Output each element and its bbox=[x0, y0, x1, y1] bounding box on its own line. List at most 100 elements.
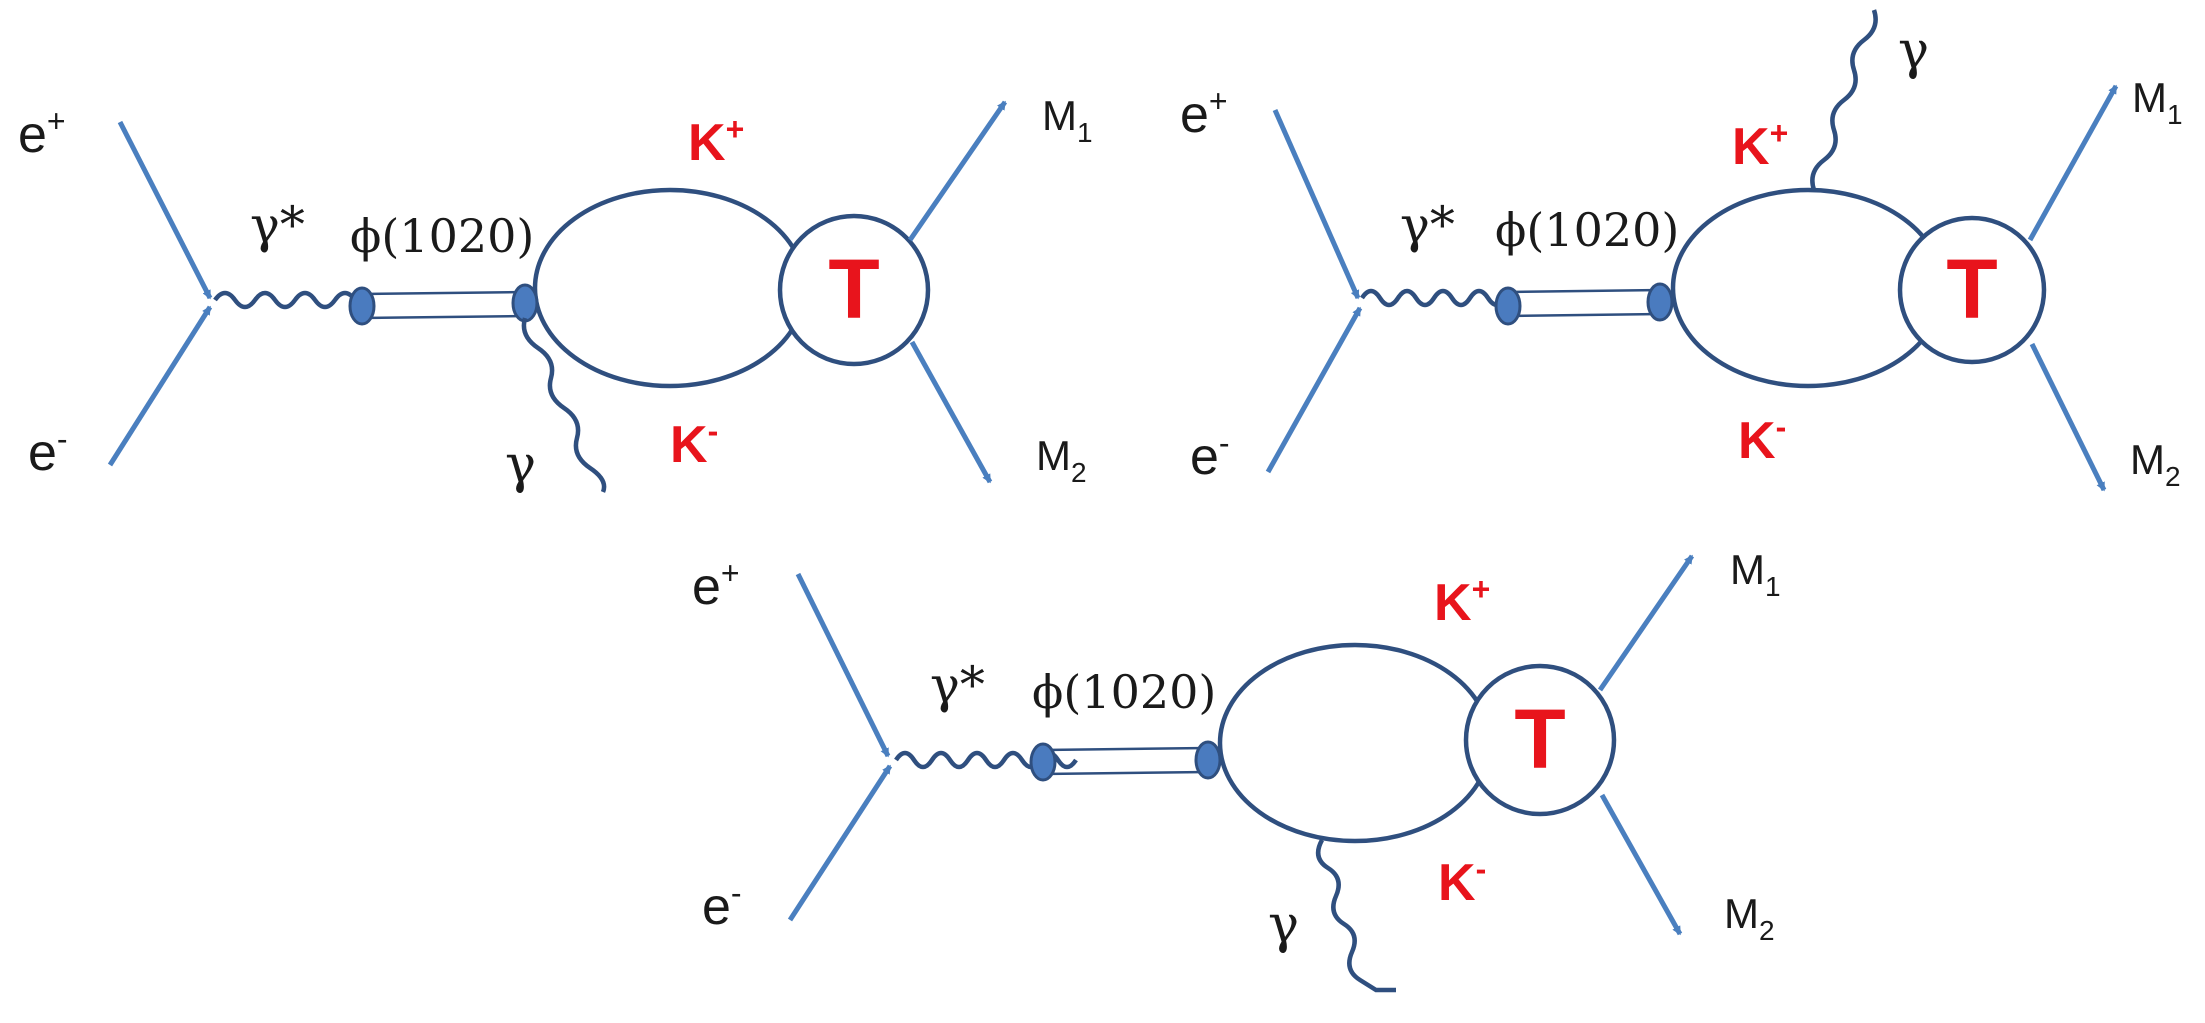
m1-arrow bbox=[907, 100, 1008, 242]
e-minus-label: e bbox=[28, 424, 57, 482]
vertex-right bbox=[1646, 282, 1674, 322]
e-plus-label: e bbox=[692, 558, 721, 616]
phi-propagator bbox=[1507, 288, 1661, 318]
diagram-3: e+ e- γ* ϕ(1020) K+ K- T M1 M2 γ bbox=[692, 546, 1781, 993]
svg-text:K+: K+ bbox=[688, 111, 744, 172]
e-minus-line bbox=[787, 764, 893, 922]
k-plus-sup: + bbox=[1770, 115, 1789, 151]
m2-label: M bbox=[1036, 432, 1071, 479]
gamma-star-label: γ* bbox=[1400, 196, 1455, 254]
t-label: T bbox=[828, 242, 879, 336]
svg-text:e+: e+ bbox=[18, 103, 66, 164]
svg-text:M2: M2 bbox=[1724, 890, 1775, 946]
e-minus-line bbox=[1265, 306, 1363, 474]
phi-label: ϕ(1020) bbox=[1032, 665, 1216, 719]
m1-arrow bbox=[1597, 554, 1695, 692]
svg-text:e-: e- bbox=[702, 875, 742, 936]
t-matrix-circle bbox=[1897, 215, 2047, 365]
phi-propagator bbox=[1042, 746, 1209, 776]
svg-text:M2: M2 bbox=[2130, 436, 2181, 492]
e-minus-sup: - bbox=[1219, 425, 1230, 461]
e-plus-line bbox=[1272, 108, 1361, 300]
svg-text:K+: K+ bbox=[1732, 115, 1788, 176]
diagram-1: e+ e- γ* ϕ(1020) K+ K- T M1 M2 γ bbox=[18, 92, 1093, 495]
phi-label: ϕ(1020) bbox=[350, 209, 534, 263]
diagram-2: e+ e- γ* ϕ(1020) K+ K- T M1 M2 γ bbox=[1180, 9, 2183, 492]
t-matrix-circle bbox=[777, 213, 931, 367]
e-plus-sup: + bbox=[47, 103, 66, 139]
e-plus-label: e bbox=[1180, 86, 1209, 144]
vertex-left bbox=[348, 286, 376, 326]
gamma-label: γ bbox=[505, 435, 536, 495]
svg-text:K-: K- bbox=[1438, 851, 1486, 912]
k-plus-label: K bbox=[1434, 574, 1472, 632]
e-plus-line bbox=[795, 572, 891, 758]
e-minus-sup: - bbox=[57, 421, 68, 457]
m2-arrow bbox=[2029, 342, 2107, 492]
e-plus-sup: + bbox=[721, 555, 740, 591]
svg-text:K+: K+ bbox=[1434, 571, 1490, 632]
svg-text:M1: M1 bbox=[1730, 546, 1781, 602]
m2-sub: 2 bbox=[2165, 461, 2181, 492]
virtual-photon-wavy bbox=[213, 290, 357, 310]
m2-sub: 2 bbox=[1759, 915, 1775, 946]
gamma-label: γ bbox=[1898, 21, 1929, 81]
m2-sub: 2 bbox=[1071, 457, 1087, 488]
k-minus-label: K bbox=[670, 416, 708, 474]
svg-text:e-: e- bbox=[28, 421, 68, 482]
svg-text:K-: K- bbox=[1738, 409, 1786, 470]
kaon-loop bbox=[1217, 642, 1493, 844]
k-plus-sup: + bbox=[1472, 571, 1491, 607]
svg-text:e+: e+ bbox=[1180, 83, 1228, 144]
svg-text:M2: M2 bbox=[1036, 432, 1087, 488]
m1-sub: 1 bbox=[1077, 117, 1093, 148]
radiated-photon-wavy bbox=[1810, 9, 1878, 191]
k-minus-label: K bbox=[1738, 412, 1776, 470]
e-plus-line bbox=[117, 120, 213, 300]
virtual-photon-wavy bbox=[1360, 288, 1508, 308]
t-matrix-circle bbox=[1463, 663, 1617, 817]
e-minus-sup: - bbox=[731, 875, 742, 911]
svg-text:e+: e+ bbox=[692, 555, 740, 616]
phi-label: ϕ(1020) bbox=[1495, 203, 1679, 257]
m1-label: M bbox=[2132, 74, 2167, 121]
k-plus-label: K bbox=[688, 114, 726, 172]
k-plus-label: K bbox=[1732, 118, 1770, 176]
t-label: T bbox=[1946, 242, 1997, 336]
e-plus-sup: + bbox=[1209, 83, 1228, 119]
k-minus-sup: - bbox=[708, 413, 719, 449]
m2-arrow bbox=[909, 340, 993, 484]
vertex-right bbox=[511, 283, 539, 323]
k-minus-label: K bbox=[1438, 854, 1476, 912]
k-minus-sup: - bbox=[1776, 409, 1787, 445]
vertex-right bbox=[1194, 740, 1222, 780]
gamma-star-label: γ* bbox=[930, 656, 985, 714]
svg-text:K-: K- bbox=[670, 413, 718, 474]
kaon-loop bbox=[532, 187, 808, 389]
radiated-photon-wavy bbox=[1315, 838, 1396, 993]
m1-label: M bbox=[1730, 546, 1765, 593]
e-plus-label: e bbox=[18, 106, 47, 164]
vertex-left bbox=[1494, 286, 1522, 326]
phi-propagator bbox=[361, 290, 526, 320]
m2-label: M bbox=[1724, 890, 1759, 937]
t-label: T bbox=[1514, 692, 1565, 786]
e-minus-label: e bbox=[702, 878, 731, 936]
radiated-photon-wavy bbox=[521, 317, 607, 493]
k-minus-sup: - bbox=[1476, 851, 1487, 887]
svg-text:e-: e- bbox=[1190, 425, 1230, 486]
k-plus-sup: + bbox=[726, 111, 745, 147]
e-minus-line bbox=[107, 305, 213, 467]
svg-text:M1: M1 bbox=[1042, 92, 1093, 148]
e-minus-label: e bbox=[1190, 428, 1219, 486]
gamma-label: γ bbox=[1268, 895, 1299, 955]
vertex-left bbox=[1029, 742, 1057, 782]
svg-text:M1: M1 bbox=[2132, 74, 2183, 130]
gamma-star-label: γ* bbox=[250, 196, 305, 254]
m2-label: M bbox=[2130, 436, 2165, 483]
m1-label: M bbox=[1042, 92, 1077, 139]
m2-arrow bbox=[1599, 793, 1683, 936]
m1-arrow bbox=[2027, 84, 2119, 242]
m1-sub: 1 bbox=[2167, 99, 2183, 130]
